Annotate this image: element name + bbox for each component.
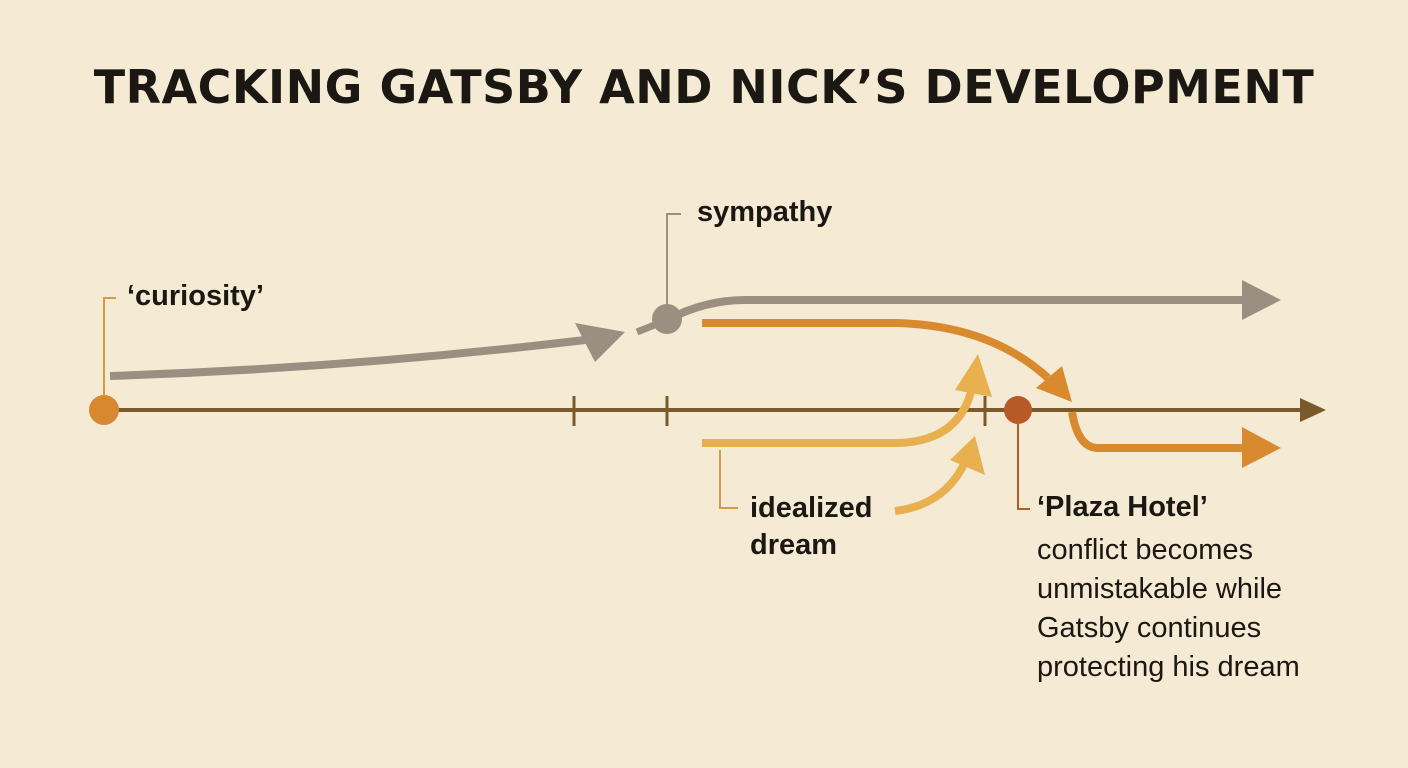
plaza-desc-line-1: conflict becomes <box>1037 534 1253 566</box>
timeline-arrowhead <box>1300 398 1326 422</box>
idealized-dream-arrowhead <box>955 354 992 397</box>
sympathy-label: sympathy <box>697 196 833 228</box>
plaza-hotel-label: ‘Plaza Hotel’ <box>1037 491 1208 523</box>
curiosity-path <box>109 336 586 380</box>
plaza-desc-line-2: unmistakable while <box>1037 573 1283 605</box>
curiosity-arrowhead <box>575 323 625 362</box>
plaza-desc-line-3: Gatsby continues <box>1037 612 1262 644</box>
idealized-label-arrowhead <box>950 436 985 475</box>
curiosity-callout-line <box>103 297 116 398</box>
gatsby-arrowhead <box>1036 366 1072 402</box>
sympathy-node <box>652 304 682 334</box>
gatsby-path <box>702 319 1051 381</box>
curiosity-label: ‘curiosity’ <box>127 280 264 312</box>
plaza-marker <box>1004 396 1032 424</box>
sympathy-arrowhead <box>1242 280 1281 320</box>
sympathy-path <box>665 296 1245 324</box>
post-plaza-arrowhead <box>1242 427 1281 468</box>
start-marker <box>89 395 119 425</box>
idealized-label-arrow <box>894 460 969 515</box>
plaza-hotel-description: conflict becomes unmistakable while Gats… <box>1037 531 1300 687</box>
plaza-desc-line-4: protecting his dream <box>1037 651 1300 683</box>
idealized-dream-label-line-2: dream <box>750 529 838 561</box>
idealized-dream-path <box>702 387 976 447</box>
diagram-title: TRACKING GATSBY AND NICK’S DEVELOPMENT <box>93 60 1315 114</box>
idealized-dream-label: idealized dream <box>750 490 873 564</box>
sympathy-callout-line <box>666 213 681 304</box>
idealized-callout-line <box>719 450 738 509</box>
plaza-callout-line <box>1017 424 1030 510</box>
idealized-dream-label-line-1: idealized <box>750 492 873 524</box>
post-plaza-path <box>1068 411 1245 452</box>
